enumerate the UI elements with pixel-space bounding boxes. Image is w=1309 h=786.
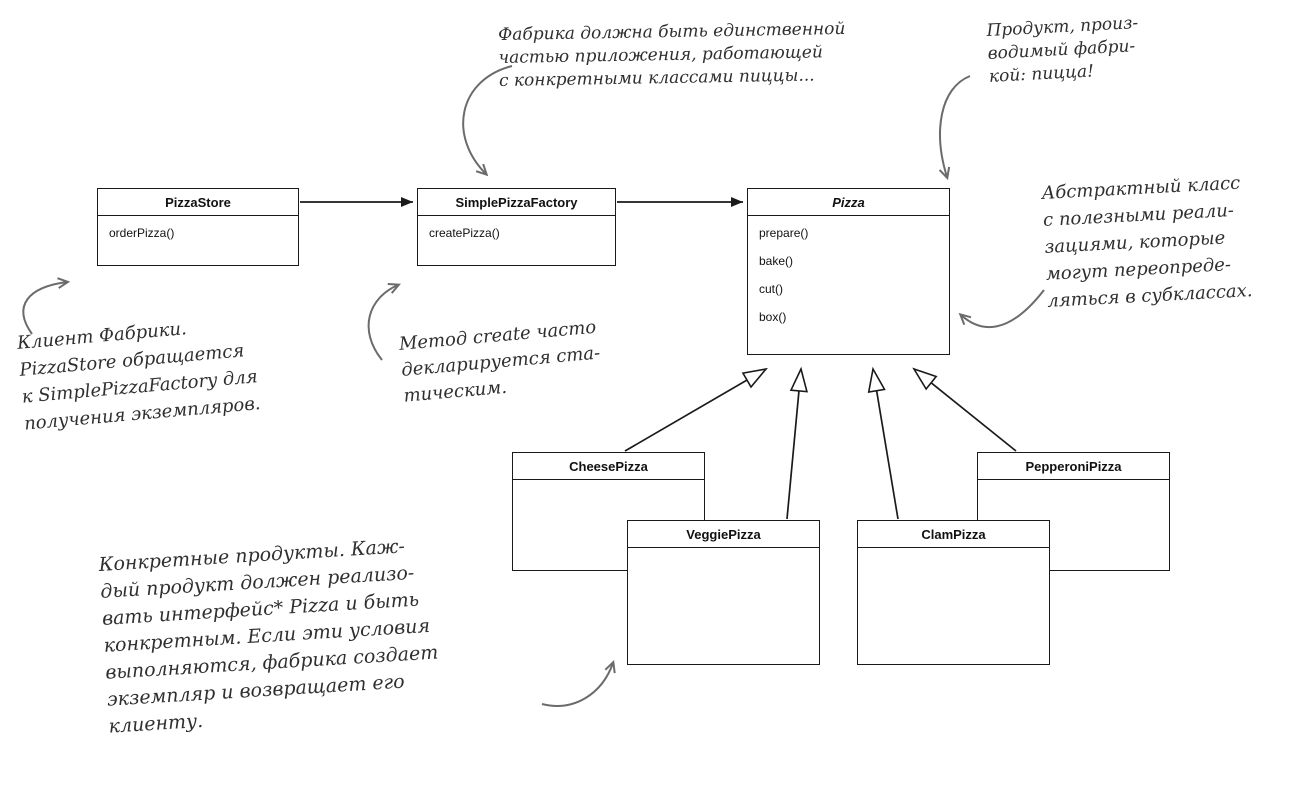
annotation-abstract-class-note: Абстрактный класс с полезными реали- зац… xyxy=(1041,172,1254,312)
annotation-product-note: Продукт, произ- водимый фабри- кой: пицц… xyxy=(986,13,1139,87)
method-bake: bake() xyxy=(759,254,794,268)
class-title-cheesepizza: CheesePizza xyxy=(513,453,704,480)
class-body-veggiepizza xyxy=(628,548,819,664)
class-title-simplepizzafactory: SimplePizzaFactory xyxy=(418,189,615,216)
hand-arrow-abstract-note xyxy=(958,289,1045,328)
hand-arrow-create-note xyxy=(367,283,401,361)
class-title-pizzastore: PizzaStore xyxy=(98,189,298,216)
inheritance-arrow-pepperonipizza xyxy=(912,367,1017,452)
class-title-clampizza: ClamPizza xyxy=(858,521,1049,548)
method-prepare: prepare() xyxy=(759,226,809,240)
class-title-pepperonipizza: PepperoniPizza xyxy=(978,453,1169,480)
class-body-simplepizzafactory: createPizza() xyxy=(418,216,615,265)
inheritance-arrow-cheesepizza xyxy=(624,367,769,452)
class-box-veggiepizza: VeggiePizza xyxy=(627,520,820,665)
class-title-veggiepizza: VeggiePizza xyxy=(628,521,819,548)
method-orderpizza: orderPizza() xyxy=(109,226,175,240)
class-body-pizzastore: orderPizza() xyxy=(98,216,298,265)
method-createpizza: createPizza() xyxy=(429,226,500,240)
class-box-simplepizzafactory: SimplePizzaFactory createPizza() xyxy=(417,188,616,266)
class-box-pizza: Pizza prepare() bake() cut() box() xyxy=(747,188,950,355)
annotation-factory-client-note: Клиент Фабрики. PizzaStore обращается к … xyxy=(16,318,262,435)
hand-arrow-products-note xyxy=(541,659,616,707)
method-box: box() xyxy=(759,310,787,324)
class-body-pizza: prepare() bake() cut() box() xyxy=(748,216,949,354)
annotation-create-method-note: Метод create часто декларируется ста- ти… xyxy=(398,316,602,407)
inheritance-arrow-veggiepizza xyxy=(786,366,808,520)
class-box-pepperonipizza: PepperoniPizza xyxy=(977,452,1170,571)
class-title-pizza: Pizza xyxy=(748,189,949,216)
hand-arrow-product-note xyxy=(938,75,971,181)
class-box-pizzastore: PizzaStore orderPizza() xyxy=(97,188,299,266)
inheritance-arrow-clampizza xyxy=(867,366,899,520)
annotation-concrete-products-note: Конкретные продукты. Каж- дый продукт до… xyxy=(98,535,439,738)
class-body-clampizza xyxy=(858,548,1049,664)
method-cut: cut() xyxy=(759,282,783,296)
class-box-clampizza: ClamPizza xyxy=(857,520,1050,665)
annotation-factory-note: Фабрика должна быть единственной частью … xyxy=(498,18,846,91)
